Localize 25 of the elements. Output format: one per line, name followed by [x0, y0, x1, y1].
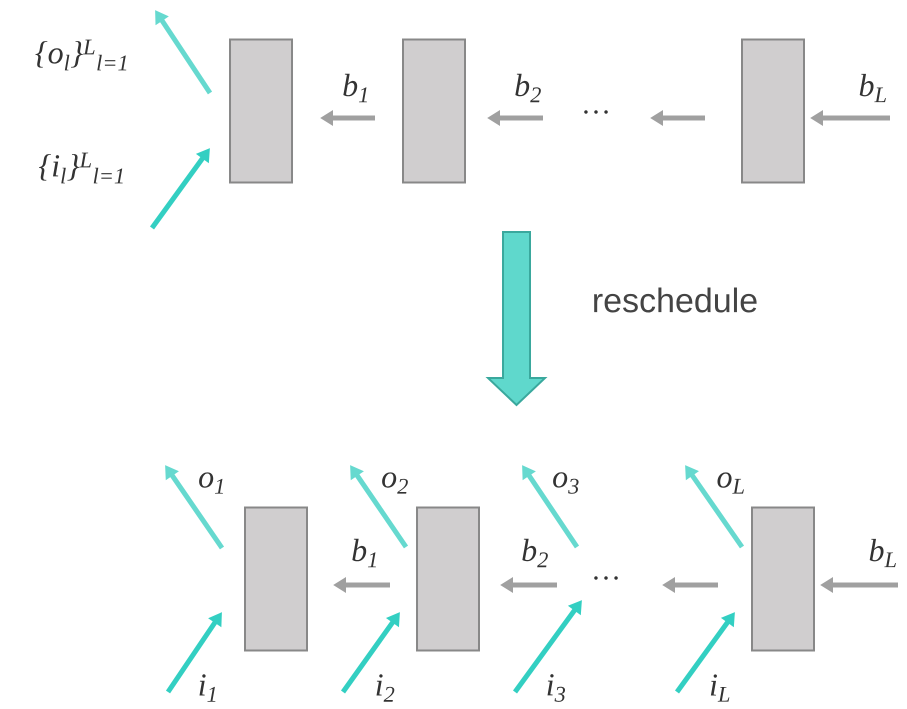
ellipsis: …: [594, 576, 618, 580]
edge-label: b$_{1}$: [341, 72, 371, 104]
edge-label: b$_{1}$: [350, 538, 380, 568]
block: [751, 506, 815, 652]
edge-label: o$_{1}$: [197, 471, 227, 495]
annotation: reschedule: [594, 288, 757, 312]
edge-label: i$_{1}$: [196, 673, 220, 703]
edge-label: i$_{2}$: [374, 673, 396, 703]
edge-label: o$_{3}$: [551, 471, 581, 495]
edge-label: i$_{L}$: [708, 673, 732, 703]
edge-label: i$_{3}$: [544, 673, 568, 703]
edge-label: {i$_{l}$}$^{L}$l=1: [37, 152, 127, 184]
block: [741, 38, 805, 184]
edge-label: b$_{L}$: [858, 72, 888, 104]
edge-label: {o$_{l}$}$^{L}$l=1: [34, 38, 130, 72]
block: [229, 38, 293, 184]
ellipsis: …: [584, 110, 608, 114]
edge-label: b$_{L}$: [868, 538, 898, 568]
edge-label: b$_{2}$: [520, 538, 550, 568]
edge-label: o$_{2}$: [380, 471, 410, 495]
block: [244, 506, 308, 652]
edge-label: b$_{2}$: [513, 72, 543, 104]
block: [416, 506, 480, 652]
edge-label: o$_{L}$: [716, 471, 746, 495]
block: [402, 38, 466, 184]
